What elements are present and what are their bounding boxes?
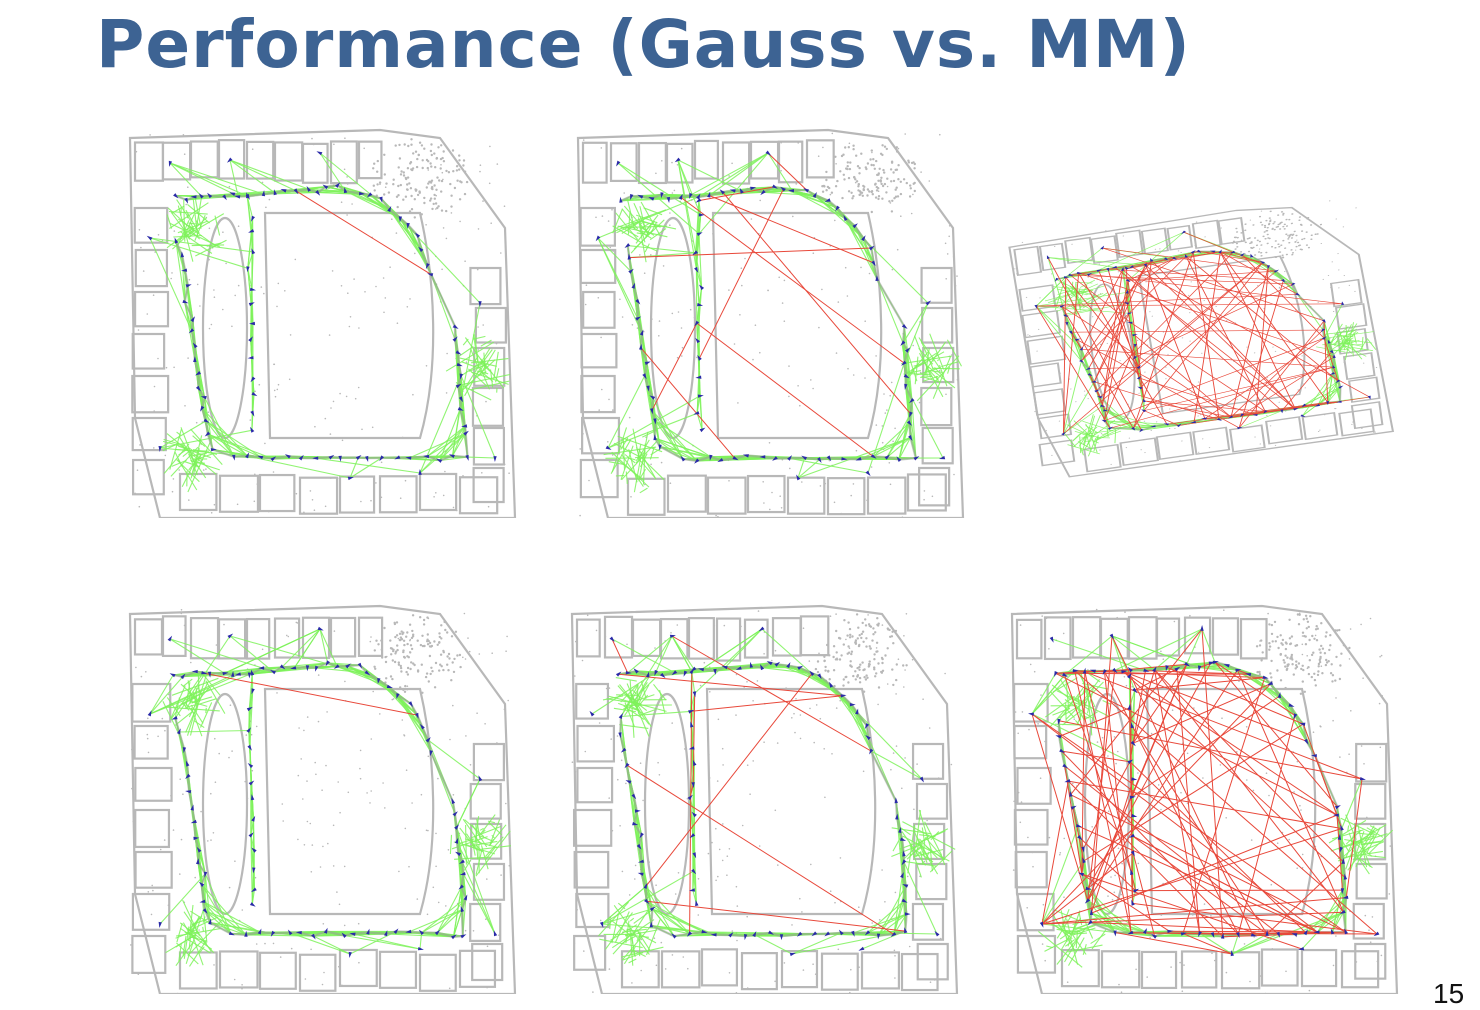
- graph-panel-bottom-right: [1002, 594, 1402, 994]
- slide-title: Performance (Gauss vs. MM): [96, 6, 1191, 83]
- graph-panel-bottom-middle: [562, 594, 962, 994]
- graph-panel-top-left: [120, 118, 520, 518]
- graph-panel-top-right: [995, 112, 1395, 512]
- graph-panel-top-middle: [568, 118, 968, 518]
- graph-panel-bottom-left: [120, 594, 520, 994]
- page-number: 15: [1433, 978, 1464, 1010]
